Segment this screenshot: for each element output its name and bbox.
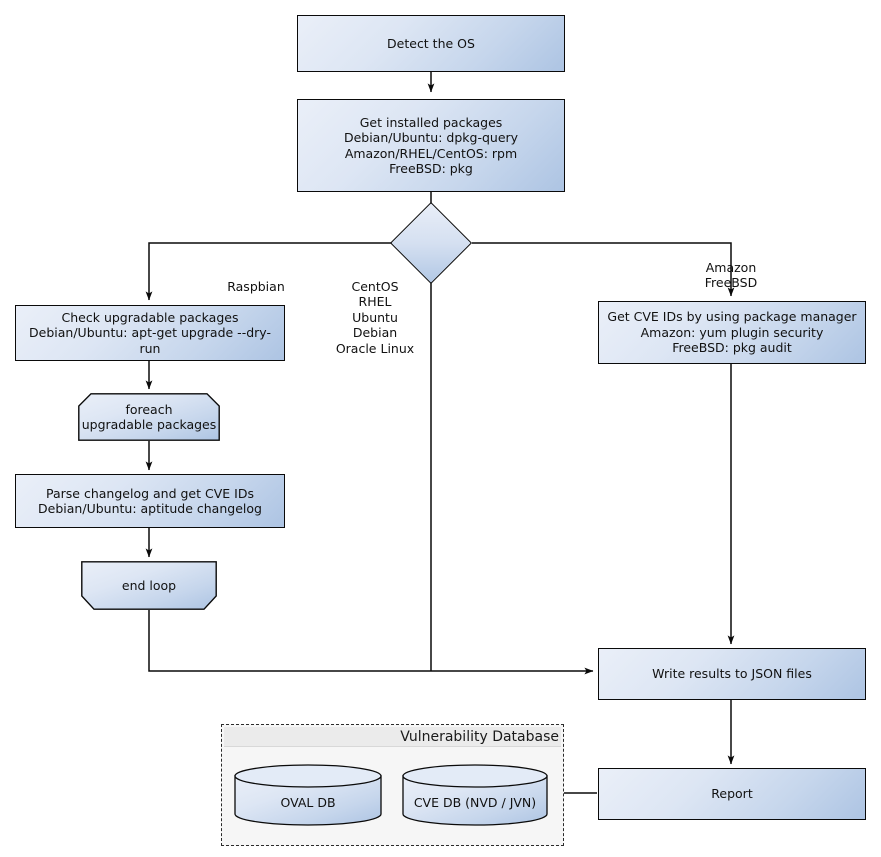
node-report[interactable]: Report [598,768,866,820]
db-cve[interactable]: CVE DB (NVD / JVN) [402,764,548,826]
node-get-cve-ids[interactable]: Get CVE IDs by using package manager Ama… [598,301,866,364]
db-oval[interactable]: OVAL DB [234,764,382,826]
foreach-shape [78,393,220,441]
vulnerability-database-header: Vulnerability Database [224,727,561,747]
node-check-upgradable-packages-label: Check upgradable packages Debian/Ubuntu:… [29,309,271,356]
node-get-cve-ids-label: Get CVE IDs by using package manager Ama… [607,309,857,356]
node-check-upgradable-packages[interactable]: Check upgradable packages Debian/Ubuntu:… [15,305,285,361]
node-get-installed-packages[interactable]: Get installed packages Debian/Ubuntu: dp… [297,99,565,192]
edge-label-raspbian: Raspbian [227,278,285,294]
edge-endloop-to-write [148,610,594,675]
db-oval-label: OVAL DB [280,795,336,810]
node-report-label: Report [711,786,753,802]
node-end-loop[interactable]: end loop [81,561,217,610]
edge-label-amazon-freebsd: Amazon FreeBSD [704,259,758,291]
end-loop-shape [81,561,217,610]
node-detect-os-label: Detect the OS [387,35,475,51]
oval-db-cylinder-shape [234,764,382,826]
vulnerability-database-title: Vulnerability Database [400,728,559,745]
node-get-installed-packages-label: Get installed packages Debian/Ubuntu: dp… [343,114,519,177]
db-cve-label: CVE DB (NVD / JVN) [413,795,537,810]
node-end-loop-label: end loop [121,577,177,593]
node-write-results[interactable]: Write results to JSON files [598,648,866,700]
node-foreach-loop-start-label: foreach upgradable packages [81,401,217,433]
node-write-results-label: Write results to JSON files [652,666,812,682]
node-detect-os[interactable]: Detect the OS [297,15,565,72]
edge-label-middle-distros: CentOS RHEL Ubuntu Debian Oracle Linux [335,278,415,356]
node-foreach-loop-start[interactable]: foreach upgradable packages [78,393,220,441]
node-parse-changelog-label: Parse changelog and get CVE IDs Debian/U… [38,485,262,517]
node-parse-changelog[interactable]: Parse changelog and get CVE IDs Debian/U… [15,474,285,528]
cve-db-cylinder-shape [402,764,548,826]
